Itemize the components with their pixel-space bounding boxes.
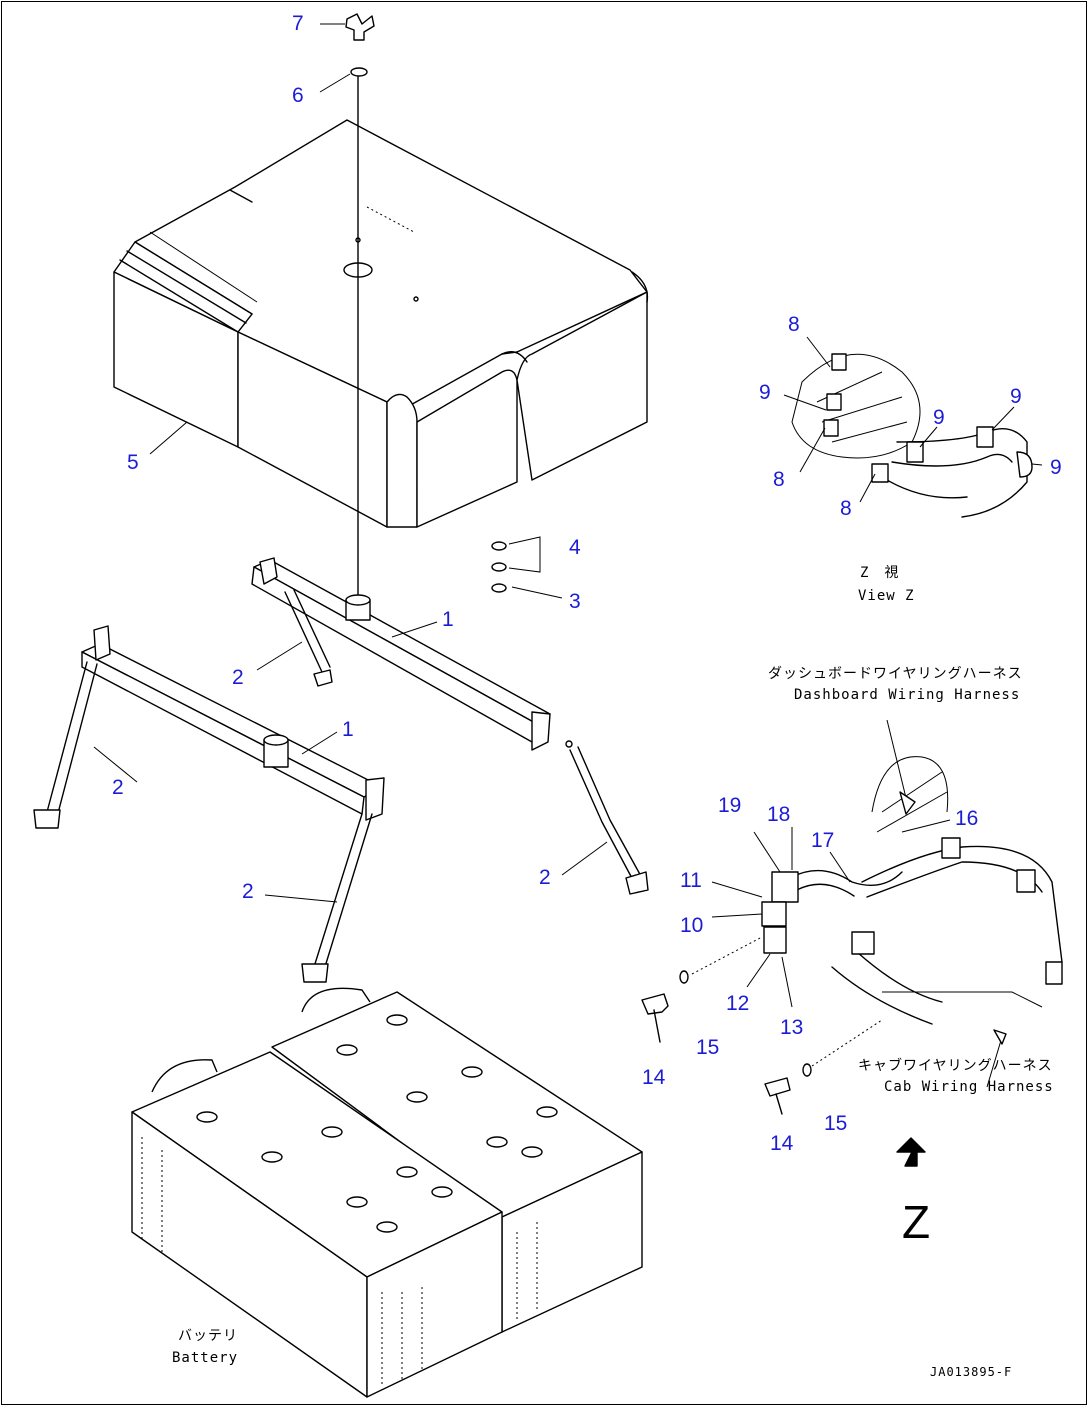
callout-18: 18 [767,803,790,826]
callout-2-front-left: 2 [112,776,124,799]
leader-lines [93,23,1043,1008]
callouts: 7 6 5 4 3 1 1 2 2 2 2 8 8 8 9 9 9 9 19 1… [112,12,1062,1155]
callout-9-right: 9 [1010,385,1022,408]
view-z-en-label: View Z [858,588,915,604]
callout-3: 3 [569,590,581,613]
callout-5: 5 [127,451,139,474]
dashboard-harness-jp-label: ダッシュボードワイヤリングハーネス [768,666,1023,682]
callout-17: 17 [811,829,834,852]
hold-down-rod [345,13,375,598]
view-z-marker: Z [902,1196,930,1248]
callout-4: 4 [569,536,581,559]
callout-9-far-right: 9 [1050,456,1062,479]
battery-en-label: Battery [172,1350,238,1366]
callout-2-rear-left: 2 [232,666,244,689]
cab-harness-jp-label: キャブワイヤリングハーネス [858,1057,1053,1074]
callout-10: 10 [680,914,703,937]
callout-9-left: 9 [759,381,771,404]
washer-nuts [491,536,541,593]
callout-16: 16 [955,807,978,830]
callout-13: 13 [780,1016,803,1039]
callout-8-left: 8 [773,468,785,491]
bracket-front [33,625,385,983]
captions: Z 視 View Z ダッシュボードワイヤリングハーネス Dashboard W… [172,565,1054,1379]
dashboard-harness-en-label: Dashboard Wiring Harness [794,687,1020,703]
callout-9-mid: 9 [933,406,945,429]
callout-15-left: 15 [696,1036,719,1059]
callout-14-left: 14 [642,1066,666,1089]
view-z-jp-label: Z 視 [860,565,899,581]
callout-12: 12 [726,992,749,1015]
callout-11: 11 [680,869,702,892]
callout-2-front-right: 2 [242,880,254,903]
callout-1-front: 1 [342,718,354,741]
callout-1-rear: 1 [442,608,454,631]
callout-8-top: 8 [788,313,800,336]
drawing-code: JA013895-F [930,1365,1012,1379]
bracket-rear [251,557,649,895]
callout-8-bottom: 8 [840,497,852,520]
view-z-arrow [896,1137,926,1167]
batteries [131,987,643,1398]
battery-cover [113,119,649,528]
callout-7: 7 [292,12,304,35]
battery-jp-label: バッテリ [178,1328,238,1344]
callout-2-rear-right: 2 [539,866,551,889]
callout-15-right: 15 [824,1112,847,1135]
cab-harness-en-label: Cab Wiring Harness [884,1079,1054,1095]
callout-14-right: 14 [770,1132,794,1155]
callout-6: 6 [292,84,304,107]
callout-19: 19 [718,794,741,817]
view-z-harness [791,353,1033,518]
